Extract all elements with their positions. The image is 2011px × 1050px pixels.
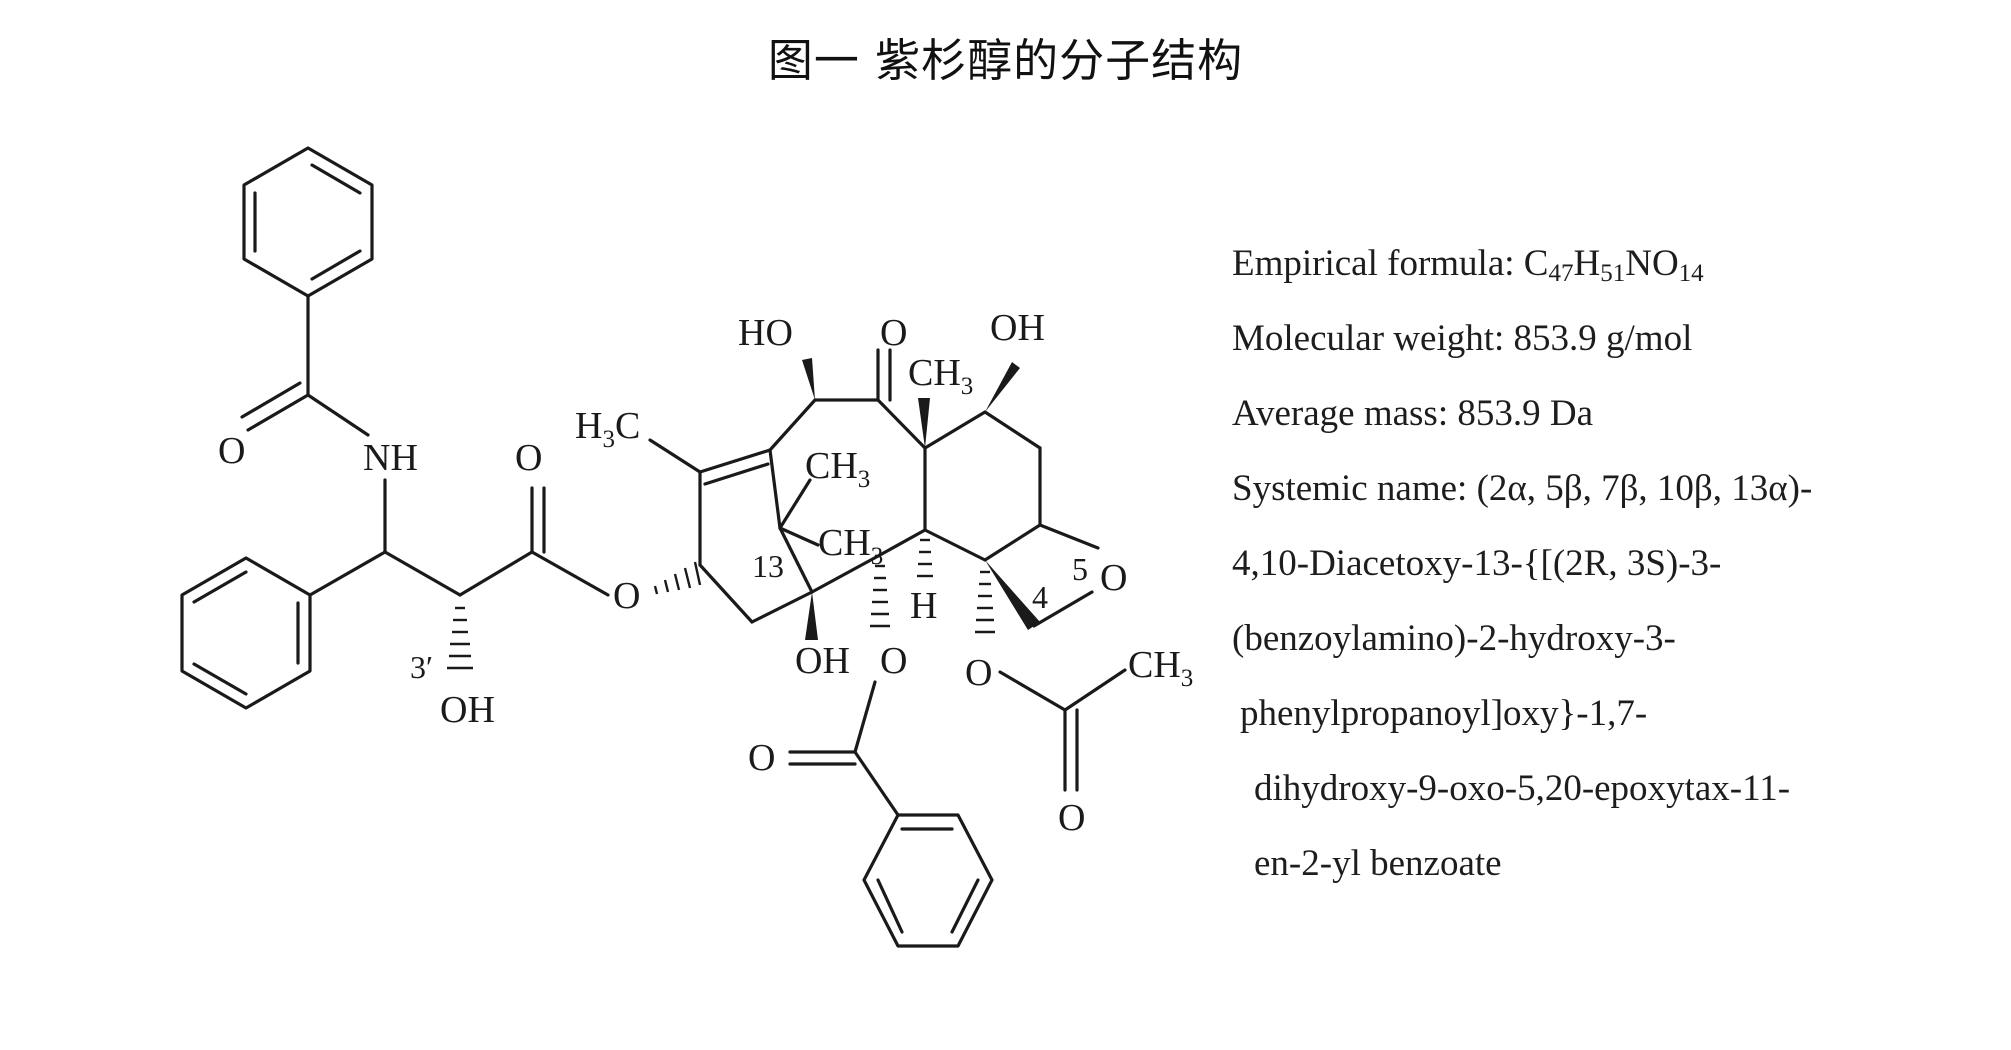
atom-label: HO <box>738 312 793 354</box>
atom-label: CH3 <box>818 522 883 570</box>
average-mass: Average mass: 853.9 Da <box>1232 393 1593 434</box>
atom-label: CH3 <box>1128 644 1193 692</box>
hashed-bond <box>975 570 995 634</box>
molecular-weight: Molecular weight: 853.9 g/mol <box>1232 318 1693 359</box>
systemic-name-line: 4,10-Diacetoxy-13-{[(2R, 3S)-3- <box>1232 543 1722 584</box>
atom-label: CH3 <box>908 352 973 400</box>
phenyl-ring-left <box>180 556 312 710</box>
figure-caption: 图一 紫杉醇的分子结构 <box>767 34 1244 87</box>
bond <box>458 550 534 597</box>
wedge-bond <box>985 560 1040 630</box>
bond <box>246 393 310 432</box>
systemic-name-line: phenylpropanoyl]oxy}-1,7- <box>1240 693 1648 734</box>
atom-label: H <box>910 585 937 627</box>
bond <box>768 398 817 452</box>
phenyl-ring-bottom <box>862 813 994 948</box>
systemic-name-line: (benzoylamino)-2-hydroxy-3- <box>1232 618 1676 659</box>
bond <box>703 462 770 486</box>
bond <box>778 526 820 547</box>
atom-label: OH <box>795 640 850 682</box>
bond <box>923 410 987 450</box>
bond <box>810 553 882 594</box>
bond <box>1038 523 1100 550</box>
bond <box>778 478 812 530</box>
atom-label: O <box>1058 797 1085 839</box>
bond <box>768 448 782 530</box>
bond <box>778 526 814 594</box>
phenyl-ring-bottom-inner <box>950 878 980 934</box>
bond <box>648 438 702 474</box>
bond <box>698 448 772 474</box>
bond <box>998 670 1067 712</box>
position-label: 5 <box>1072 551 1088 587</box>
bond <box>308 550 387 597</box>
bond <box>530 550 610 597</box>
systemic-name-line: Systemic name: (2α, 5β, 7β, 10β, 13α)- <box>1232 468 1813 509</box>
paclitaxel-structure: O NH O O OH 3′ H3C HO O OH CH3 CH3 CH3 1… <box>180 146 1193 948</box>
bond <box>983 410 1042 450</box>
bond <box>853 680 877 754</box>
bond <box>306 393 370 437</box>
hashed-bond <box>870 564 890 628</box>
phenyl-ring-bottom-inner <box>876 878 904 934</box>
atom-label: O <box>965 652 992 694</box>
bond <box>853 750 900 817</box>
atom-label: O <box>613 575 640 617</box>
position-label: 13 <box>752 548 784 584</box>
position-label: 3′ <box>410 649 433 685</box>
systemic-name-line: en-2-yl benzoate <box>1254 843 1502 884</box>
bond <box>383 550 462 597</box>
atom-label: H3C <box>575 405 640 453</box>
phenyl-ring-top <box>242 146 374 298</box>
bonds <box>180 146 1127 948</box>
atom-label: O <box>515 437 542 479</box>
bond <box>1063 668 1127 712</box>
bond <box>878 528 927 557</box>
bond <box>876 398 927 450</box>
position-label: 4 <box>1032 579 1048 615</box>
atom-label: CH3 <box>805 445 870 493</box>
phenyl-ring-top-inner <box>310 163 362 195</box>
phenyl-ring-left-inner <box>192 570 248 604</box>
wedge-bond <box>805 592 818 640</box>
empirical-formula: Empirical formula: C47H51NO14 <box>1232 243 1704 287</box>
hashed-bond <box>917 538 933 578</box>
bond <box>240 381 302 419</box>
atom-label: NH <box>363 437 418 479</box>
atom-label: O <box>218 430 245 472</box>
wedge-bond <box>985 362 1020 412</box>
atom-labels: O NH O O OH 3′ H3C HO O OH CH3 CH3 CH3 1… <box>218 307 1193 839</box>
atom-label: O <box>1100 557 1127 599</box>
atom-label: OH <box>990 307 1045 349</box>
atom-label: O <box>880 640 907 682</box>
systemic-name-line: dihydroxy-9-oxo-5,20-epoxytax-11- <box>1254 768 1791 809</box>
atom-label: OH <box>440 689 495 731</box>
hashed-bond <box>653 561 702 595</box>
bond <box>750 590 814 624</box>
atom-label: O <box>880 312 907 354</box>
bond <box>923 528 987 562</box>
wedge-bond <box>802 358 815 400</box>
bond <box>698 563 754 624</box>
phenyl-ring-top-inner <box>310 249 362 281</box>
atom-label: O <box>748 737 775 779</box>
bond <box>1032 590 1094 628</box>
bond <box>983 523 1042 562</box>
phenyl-ring-left-inner <box>192 662 248 696</box>
wedge-bond <box>918 398 930 448</box>
hashed-bond <box>447 606 473 670</box>
